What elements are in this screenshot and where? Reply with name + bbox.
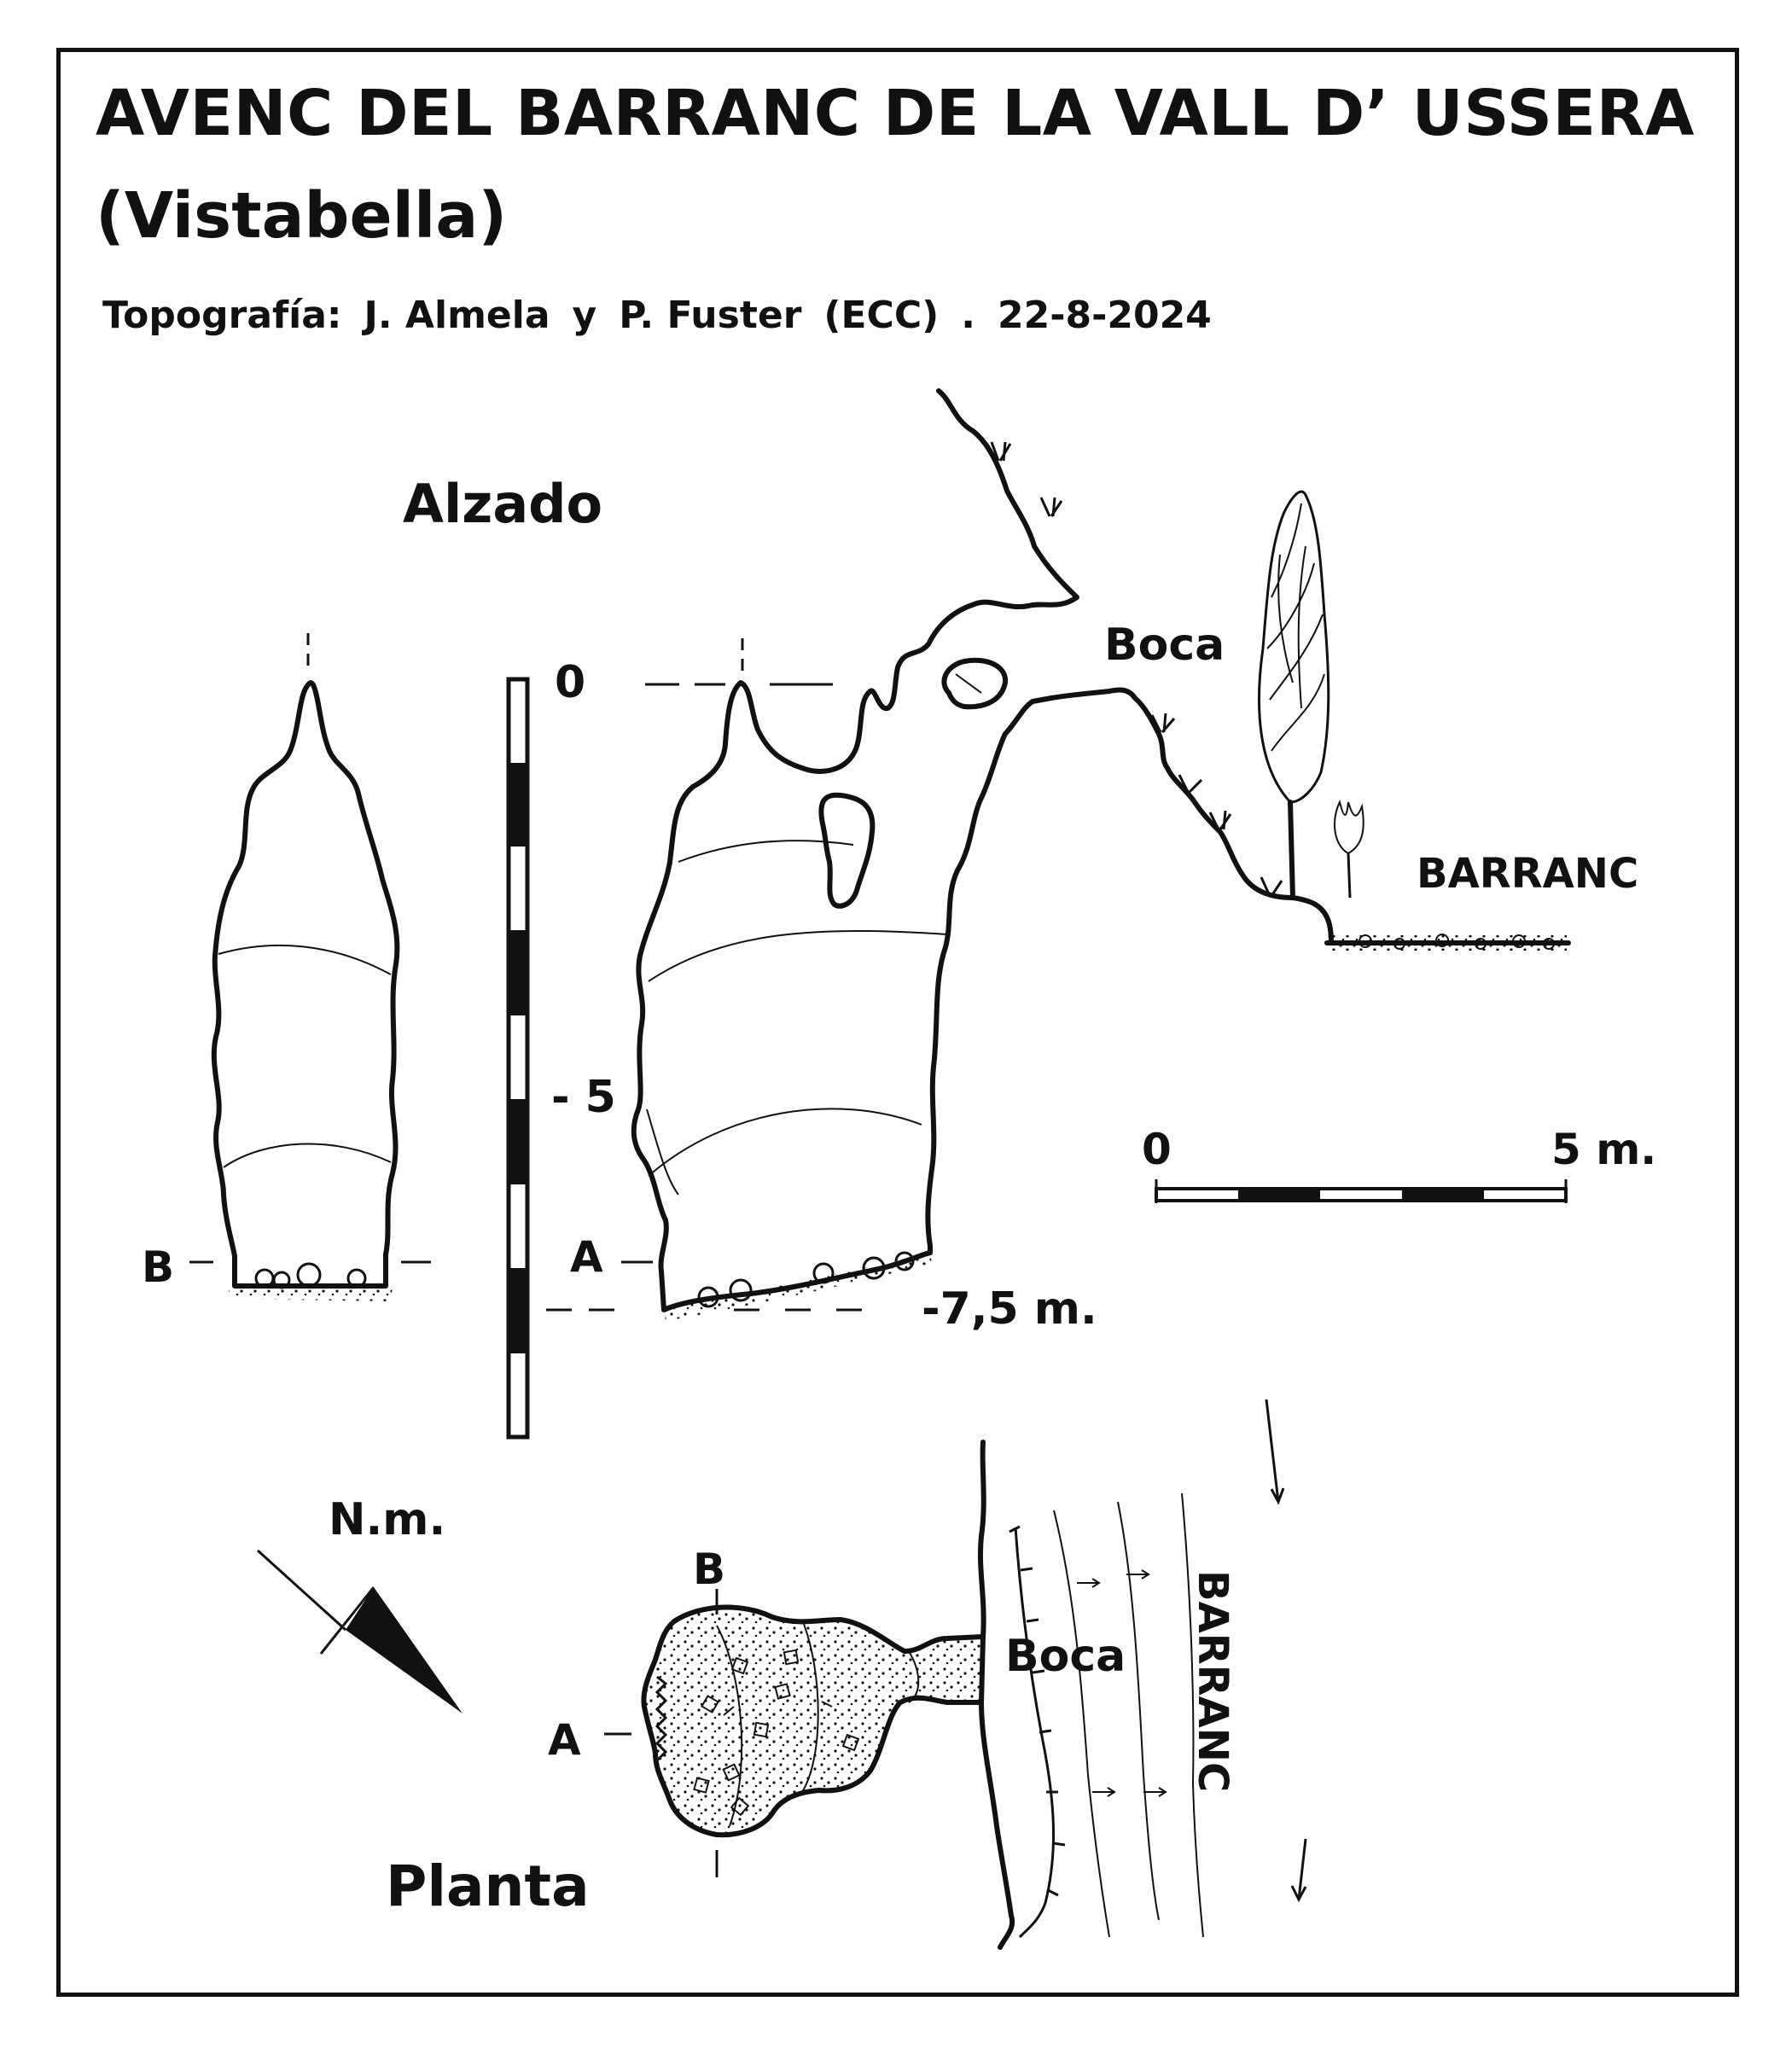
elevation-gully-label: BARRANC	[1417, 850, 1639, 898]
elevation-title: Alzado	[403, 473, 603, 535]
plan-section-b-label: B	[693, 1545, 726, 1594]
survey-location: (Vistabella)	[96, 179, 508, 253]
survey-date: 22-8-2024	[997, 294, 1212, 337]
elevation-section-b	[189, 633, 431, 1301]
elevation-section-b-label: B	[142, 1242, 175, 1292]
credits-author-1: J. Almela	[364, 294, 550, 337]
distance-scale-bar	[1155, 1179, 1568, 1203]
elevation-section-a	[621, 388, 1334, 1321]
elevation-entrance-label: Boca	[1104, 620, 1225, 671]
plan-view	[604, 1399, 1307, 1950]
magnetic-north-label: N.m.	[329, 1494, 446, 1545]
depth-label-bottom: -7,5 m.	[922, 1283, 1097, 1335]
plan-section-a-label: A	[548, 1715, 581, 1765]
scale-bar-start-label: 0	[1142, 1125, 1172, 1174]
depth-label-zero: 0	[555, 657, 586, 708]
depth-scale-bar	[506, 677, 862, 1440]
survey-title: AVENC DEL BARRANC DE LA VALL D’ USSERA	[96, 77, 1695, 150]
credits-separator: .	[961, 294, 975, 337]
survey-credits: Topografía: J. Almela y P. Fuster (ECC). 22-8…	[102, 297, 1234, 335]
drawing-frame	[56, 48, 1739, 1997]
credits-label: Topografía:	[102, 294, 342, 337]
magnetic-north-arrow-icon	[256, 1549, 463, 1713]
scale-bar-end-label: 5 m.	[1551, 1125, 1657, 1174]
plan-title: Planta	[386, 1853, 590, 1919]
elevation-section-a-label: A	[570, 1232, 603, 1282]
depth-label-five: - 5	[551, 1072, 616, 1123]
tree-icon	[1257, 490, 1364, 900]
credits-club: (ECC)	[823, 294, 940, 337]
plan-gully-label: BARRANC	[1189, 1570, 1236, 1793]
plan-entrance-label: Boca	[1005, 1631, 1126, 1682]
gully-floor	[1324, 934, 1571, 951]
credits-conjunction: y	[572, 294, 597, 337]
credits-author-2: P. Fuster	[619, 294, 802, 337]
